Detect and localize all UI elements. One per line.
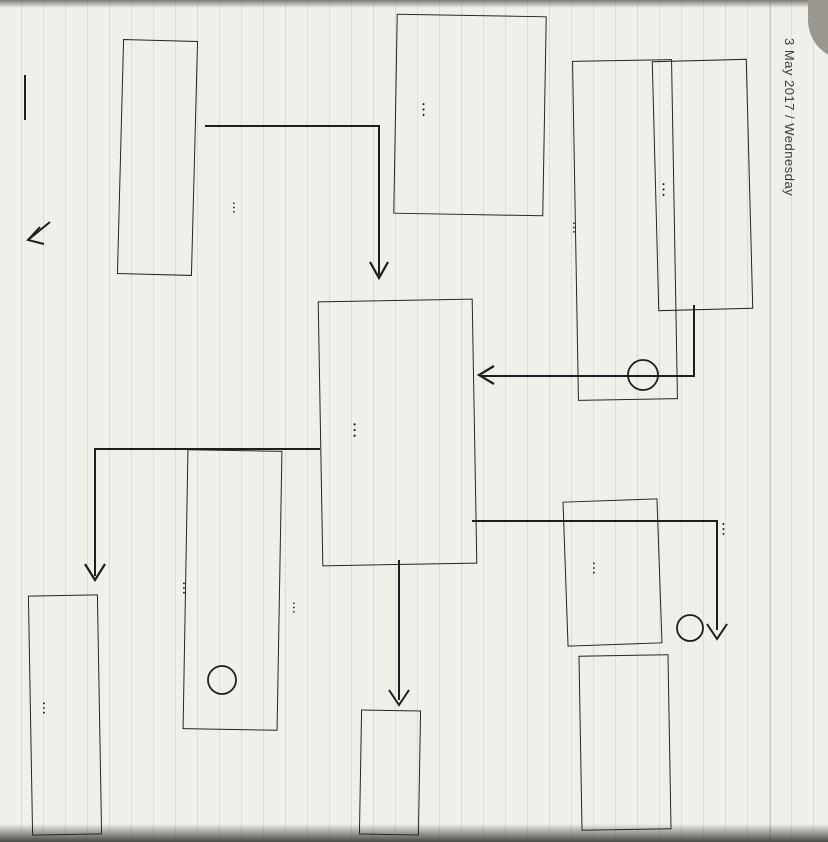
connector-line [378,125,380,275]
connector-line [95,448,320,450]
date-header: 3 May 2017 / Wednesday [782,38,797,197]
connector-line [693,305,695,377]
arrowhead [476,365,495,385]
circled-number [207,665,237,695]
arrow-mark [27,221,51,241]
lower-box-label: … [179,581,195,595]
connector-line [472,520,717,522]
arrowhead [84,563,106,583]
arrowhead [388,689,410,707]
left-box-label: … [418,101,438,118]
scan-shadow-bottom [0,824,828,842]
arrowhead [706,623,728,641]
annotation-margin-right: … [718,521,737,537]
connector-line [94,448,96,576]
connector-line [716,520,718,630]
center-box-label: … [348,421,369,439]
top-box-label: … [658,181,678,198]
arrowhead [369,261,389,281]
annotation-near-center: … [229,201,244,214]
connector-line [205,125,380,127]
scan-shadow-top [0,0,828,8]
wide-box-label: … [569,221,584,234]
connector-line [480,375,695,377]
annotation-near-lower: … [289,601,304,614]
connector-line [24,75,26,120]
bottom-left-box-label: … [39,701,55,715]
right-box-label: … [589,561,605,575]
circled-number [627,359,659,391]
circled-number [676,614,704,642]
margin-line [770,0,771,842]
connector-line [398,560,400,700]
